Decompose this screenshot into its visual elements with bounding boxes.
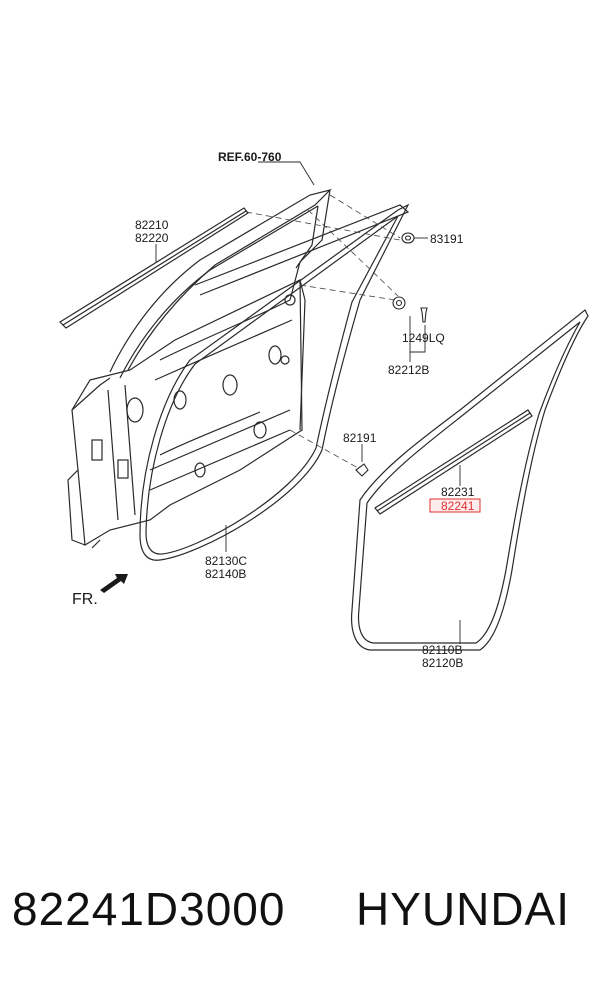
label-82130C: 82130C [205,554,247,568]
door-weatherstrip-diagram: REF.60-760 82210 82220 83191 1249LQ 8221… [59,150,589,670]
front-label: FR. [72,591,98,608]
label-83191: 83191 [430,232,464,246]
door-weatherstrip-part [350,309,589,651]
grommet-83191 [401,232,415,244]
brand-name: HYUNDAI [356,883,571,935]
label-82231: 82231 [441,485,475,499]
screw-1249LQ [420,307,428,323]
label-82110B: 82110B [422,643,462,657]
label-82140B: 82140B [205,567,246,581]
product-caption: 82241D3000 HYUNDAI [0,872,600,952]
label-1249LQ: 1249LQ [402,331,445,345]
reference-lines [245,194,401,469]
label-82212B: 82212B [388,363,429,377]
part-number: 82241D3000 [12,883,286,935]
front-arrow-icon [100,574,128,593]
inner-belt-weatherstrip-part [374,409,533,515]
label-82191: 82191 [343,431,377,445]
clip-82191 [355,463,369,477]
opening-weatherstrip-part [139,203,410,561]
label-82220: 82220 [135,231,169,245]
label-82120B: 82120B [422,656,463,670]
label-82210: 82210 [135,218,169,232]
belt-moulding-part [59,207,249,329]
leader-lines [155,161,461,644]
highlight-box-82241 [429,498,481,513]
grommet-82212B [392,296,406,310]
label-82241: 82241 [441,499,475,513]
door-frame-part [67,188,410,549]
fastener-parts [355,232,428,477]
ref-label: REF.60-760 [218,150,282,164]
